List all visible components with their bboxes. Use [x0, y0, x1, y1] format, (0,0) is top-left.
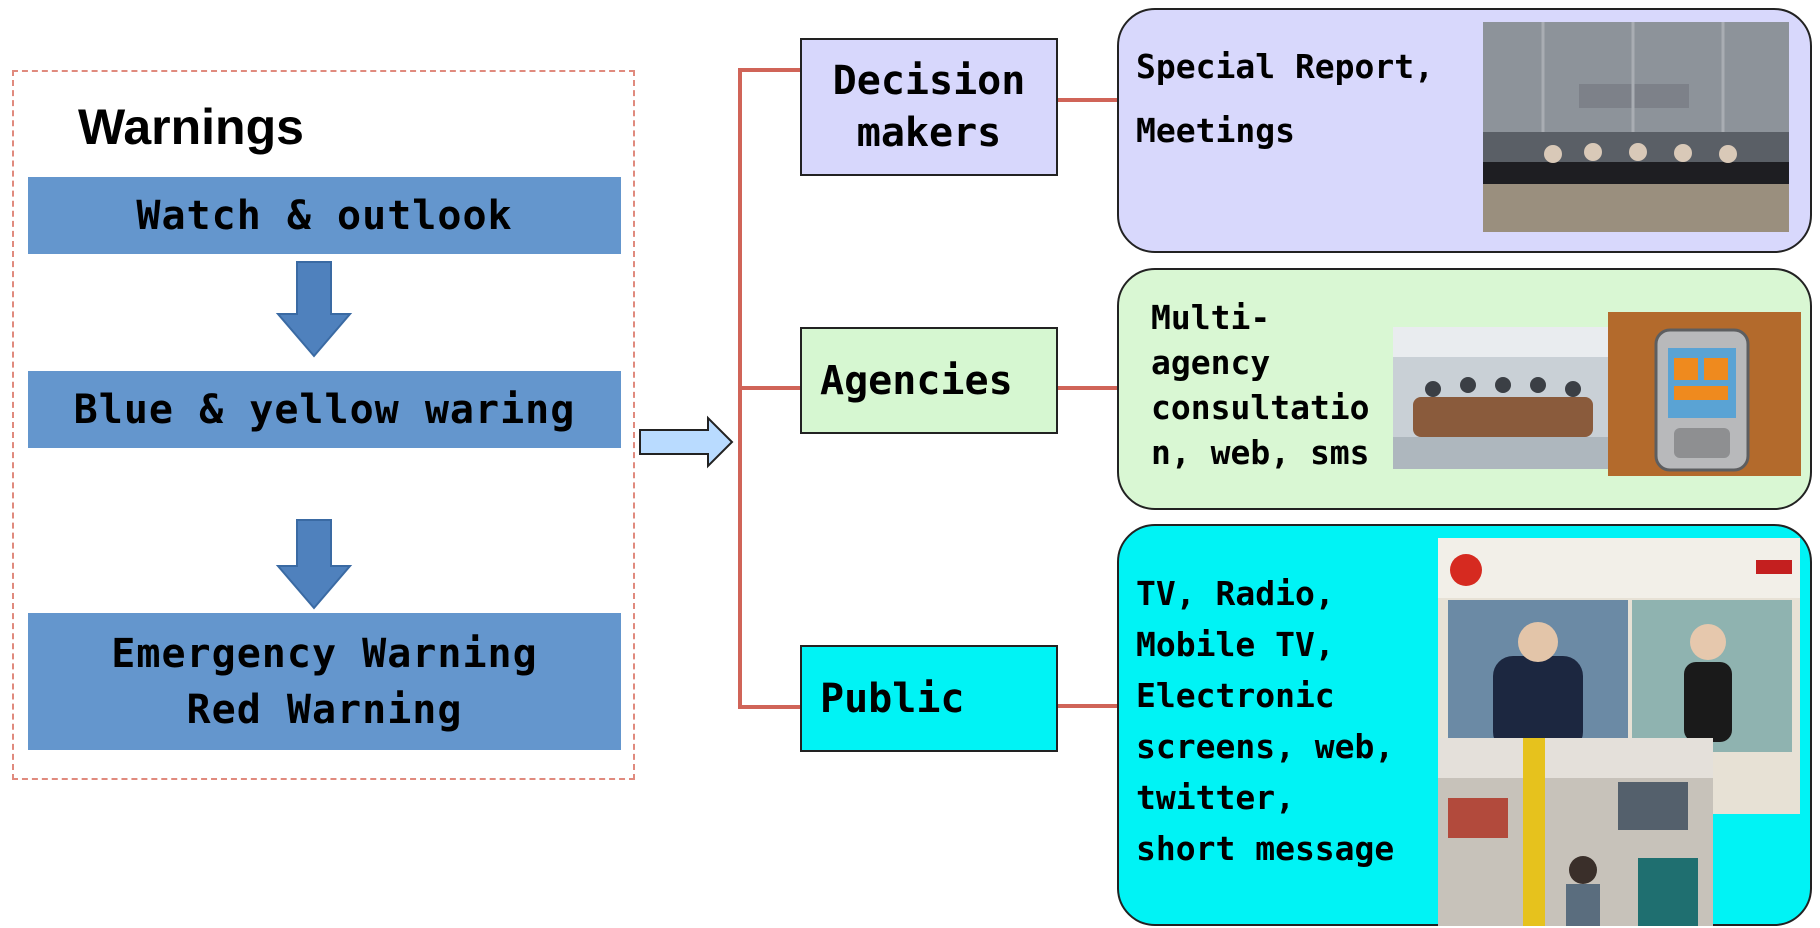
channel-line: Mobile TV,	[1136, 625, 1335, 664]
channel-line: twitter,	[1136, 778, 1295, 817]
channel-line: Electronic	[1136, 676, 1335, 715]
channel-line: n, web, sms	[1151, 433, 1370, 472]
tv-broadcast-photo	[1438, 538, 1800, 814]
channel-text-decision-makers: Special Report, Meetings	[1136, 35, 1434, 163]
down-arrow-1-icon	[275, 261, 353, 358]
channel-line: Meetings	[1136, 111, 1295, 150]
level-label: Emergency Warning	[111, 630, 538, 677]
channel-text-agencies: Multi- agency consultatio n, web, sms	[1151, 295, 1370, 475]
consultation-photo	[1393, 327, 1608, 469]
audience-agencies: Agencies	[800, 327, 1058, 434]
down-arrow-2-icon	[275, 519, 353, 610]
bus-screen-photo	[1438, 738, 1713, 926]
warnings-title: Warnings	[78, 99, 304, 155]
flow-arrow-icon	[639, 415, 734, 469]
level-watch-outlook: Watch & outlook	[28, 177, 621, 254]
channel-line: Multi-	[1151, 298, 1271, 337]
level-label: Red Warning	[186, 686, 463, 733]
audience-label: Public	[820, 675, 965, 722]
audience-label: Decision	[832, 58, 1026, 104]
audience-label: makers	[856, 110, 1002, 156]
channel-line: short message	[1136, 829, 1395, 868]
channel-line: TV, Radio,	[1136, 574, 1335, 613]
level-label: Blue & yellow waring	[73, 386, 576, 433]
channel-line: agency	[1151, 343, 1271, 382]
level-label: Watch & outlook	[136, 192, 513, 239]
warnings-panel	[12, 70, 635, 780]
channel-text-public: TV, Radio, Mobile TV, Electronic screens…	[1136, 568, 1394, 874]
channel-line: consultatio	[1151, 388, 1370, 427]
channel-line: Special Report,	[1136, 47, 1435, 86]
audience-public: Public	[800, 645, 1058, 752]
level-blue-yellow: Blue & yellow waring	[28, 371, 621, 448]
level-emergency-red: Emergency Warning Red Warning	[28, 613, 621, 750]
audience-label: Agencies	[820, 357, 1013, 404]
meeting-room-photo	[1483, 22, 1789, 232]
audience-decision-makers: Decision makers	[800, 38, 1058, 176]
channel-line: screens, web,	[1136, 727, 1395, 766]
mobile-phone-photo	[1608, 312, 1801, 476]
